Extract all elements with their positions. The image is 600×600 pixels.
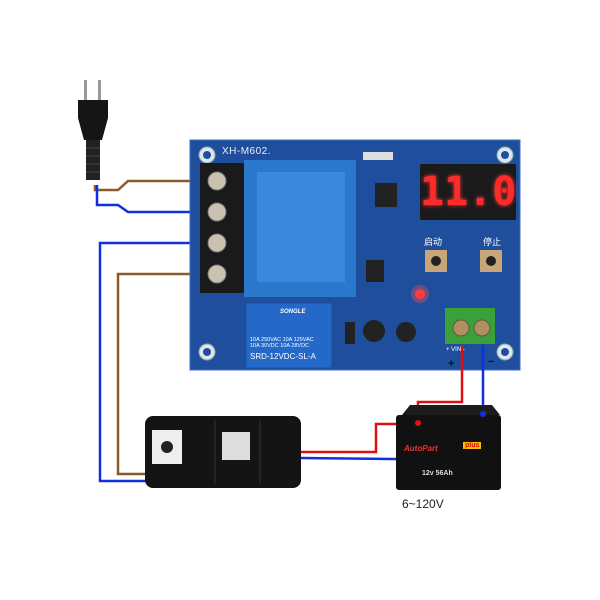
relay-spec-2: 10A 30VDC 10A 28VDC (250, 343, 310, 349)
car-battery (396, 405, 501, 490)
battery-brand-2: plus (463, 442, 482, 449)
relay (245, 302, 333, 369)
stop-button[interactable] (480, 250, 502, 272)
charger-wire-blue (98, 241, 205, 483)
capacitor (396, 322, 416, 342)
minus-sign: − (488, 356, 495, 368)
plug-wire-blue (95, 185, 205, 214)
board-model-label: XH-M602. (222, 146, 272, 157)
relay-brand: SONGLE (280, 309, 306, 315)
charger-adapter (145, 416, 301, 488)
voltage-range-label: 6~120V (402, 497, 444, 511)
plus-sign: + (448, 358, 455, 370)
start-button-shape (425, 250, 447, 272)
status-led (415, 289, 425, 299)
power-plug (78, 80, 108, 180)
ic-chip (375, 183, 397, 207)
battery-brand: AutoPart (404, 444, 438, 453)
stop-button-shape (480, 250, 502, 272)
capacitor (363, 320, 385, 342)
start-label: 启动 (424, 237, 443, 247)
plug-wire-brown (93, 179, 205, 192)
stop-label: 停止 (483, 237, 502, 247)
voltage-display: 11.0 (420, 164, 516, 220)
vin-label: + VIN - (446, 347, 465, 353)
charger-wire-brown (116, 272, 205, 476)
relay-model: SRD-12VDC-SL-A (250, 352, 316, 361)
charger-wire-red (300, 422, 412, 454)
start-button[interactable] (425, 250, 447, 272)
relay-spec-1: 10A 250VAC 10A 125VAC (250, 337, 314, 343)
battery-capacity: 12v 56Ah (422, 470, 453, 477)
